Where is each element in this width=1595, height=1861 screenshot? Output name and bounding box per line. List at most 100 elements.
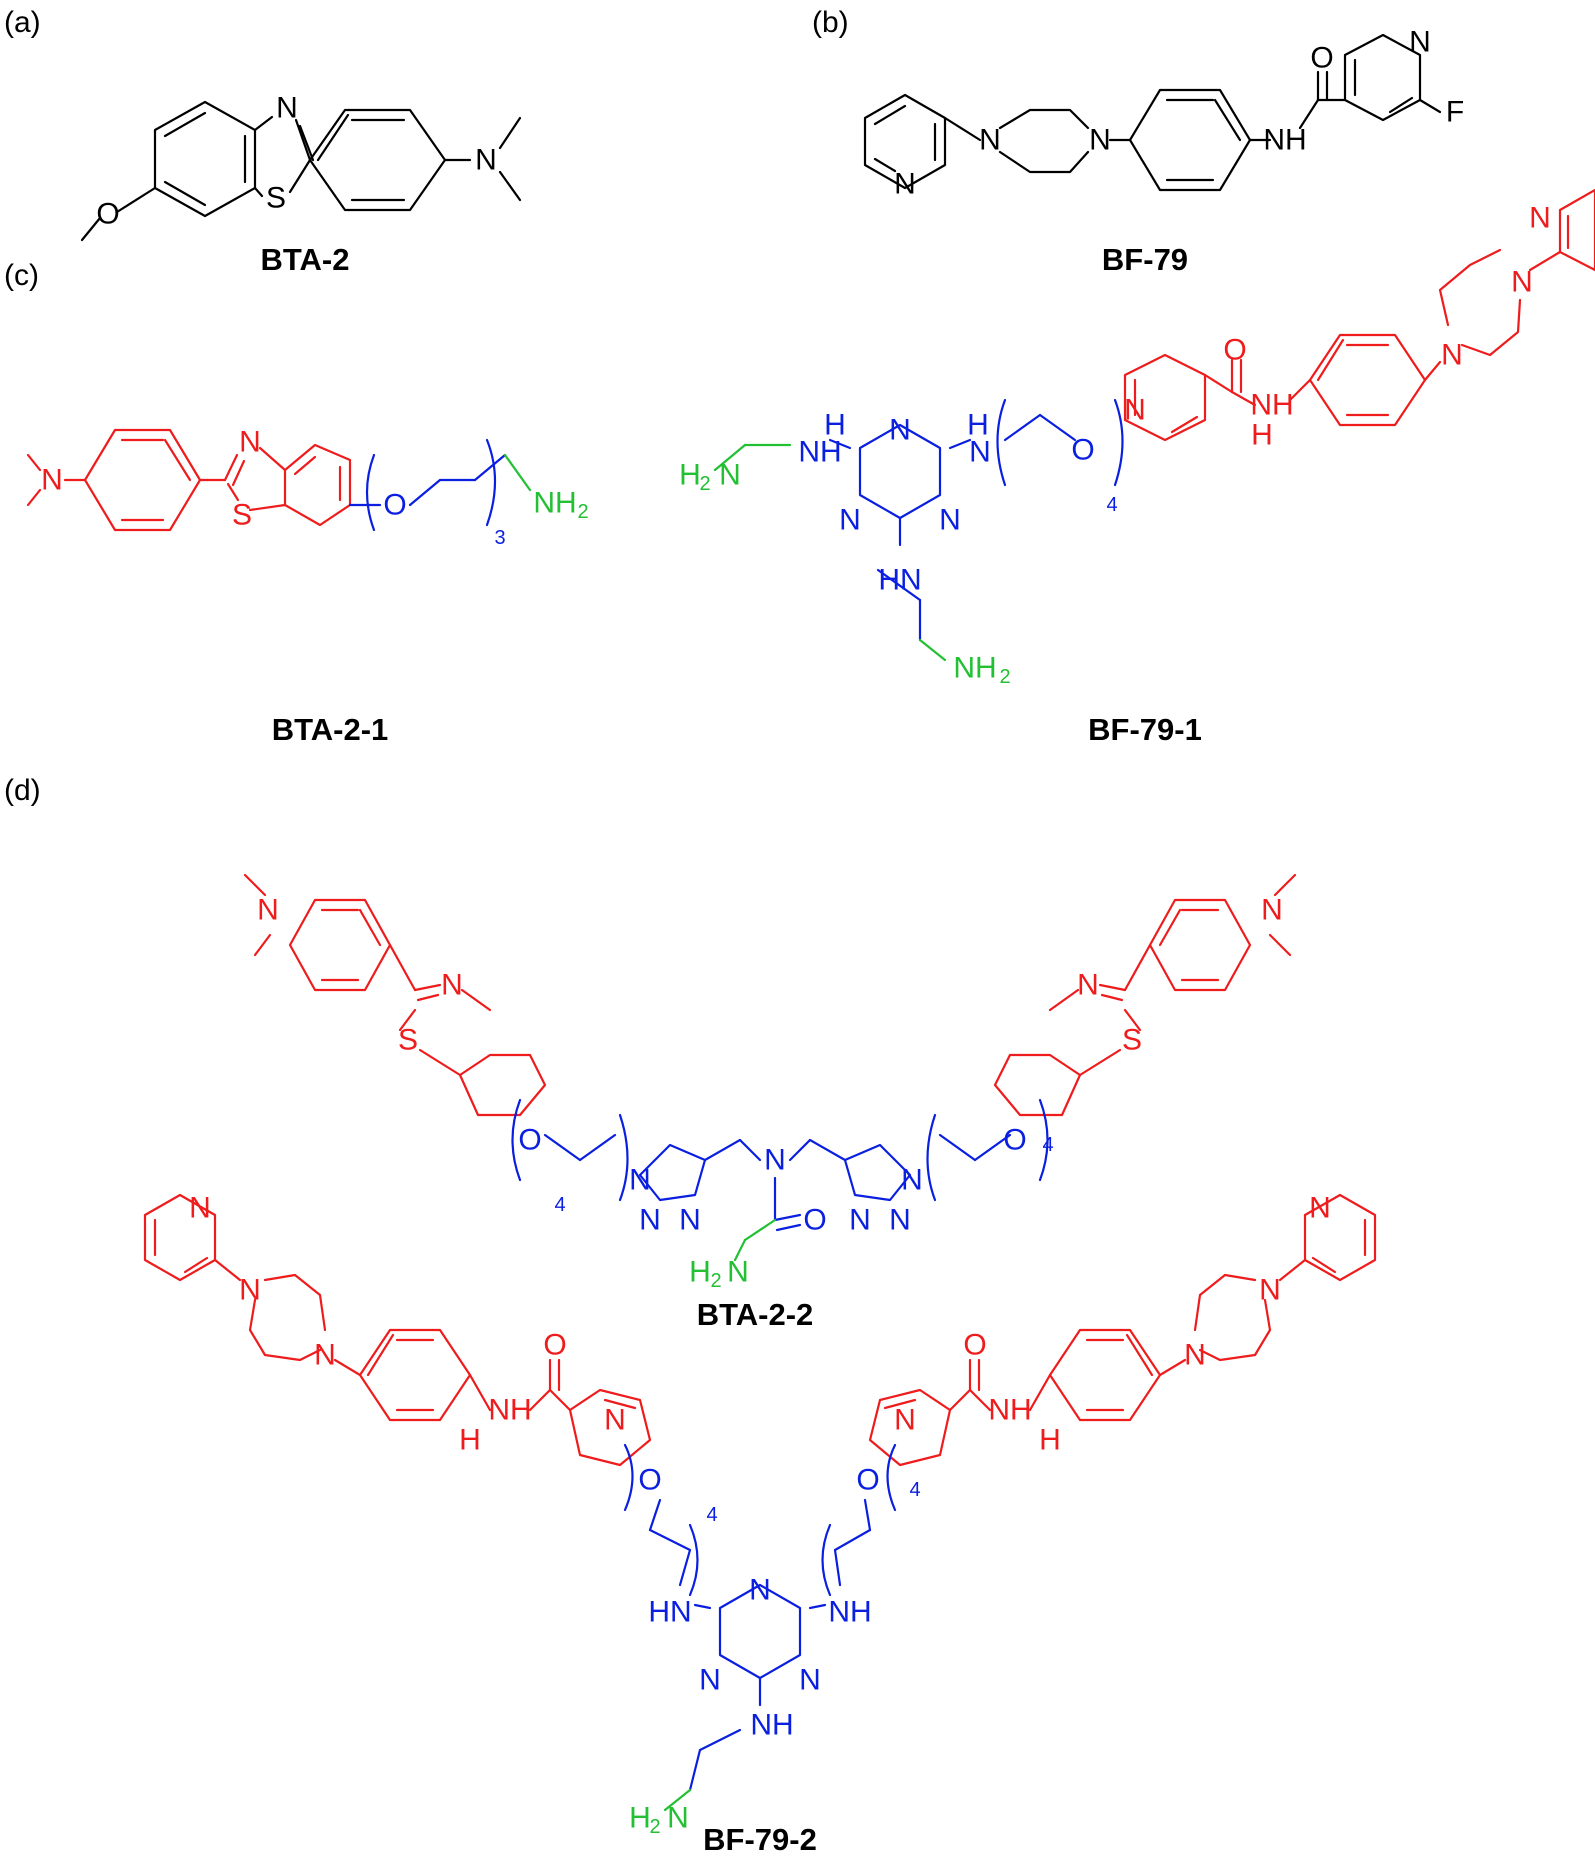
atom-n: N	[629, 1164, 651, 1197]
structure-bta-2-2: N N S N N S	[243, 873, 1297, 1292]
atom-n: N	[894, 1404, 916, 1437]
atom-o: O	[1223, 334, 1246, 367]
atom-s: S	[232, 499, 252, 532]
label-bf-79: BF-79	[1102, 242, 1188, 277]
atom-n: N	[189, 1192, 211, 1225]
panel-tag-b: (b)	[812, 6, 849, 39]
atom-s: S	[1122, 1024, 1142, 1057]
atom-o: O	[1003, 1124, 1026, 1157]
atom-n: N	[839, 504, 861, 537]
repeat-count: 4	[909, 1479, 920, 1501]
atom-o: O	[383, 489, 406, 522]
atom-n: N	[889, 1204, 911, 1237]
atom-n: N	[257, 894, 279, 927]
label-bta-2: BTA-2	[261, 242, 350, 277]
atom-nh: NH	[988, 1394, 1031, 1427]
atom-n: N	[604, 1404, 626, 1437]
structure-bf-79-2: N N N NH H O N N N N NH H O N	[143, 1192, 1377, 1838]
atom-nh: NH	[828, 1596, 871, 1629]
atom-h: H	[824, 409, 846, 442]
atom-o: O	[96, 198, 119, 231]
atom-nh: NH	[1250, 389, 1293, 422]
subscript-2: 2	[699, 473, 710, 495]
atom-n: N	[1511, 266, 1533, 299]
atom-hn: NH	[798, 436, 841, 469]
panel-tag-a: (a)	[4, 6, 41, 39]
repeat-count: 3	[494, 527, 505, 549]
repeat-count: 4	[554, 1194, 565, 1216]
atom-n: N	[889, 414, 911, 447]
atom-nh: NH	[488, 1394, 531, 1427]
atom-h: H	[967, 409, 989, 442]
atom-h2n: N	[667, 1802, 689, 1835]
atom-n: N	[979, 124, 1001, 157]
atom-h: H	[1039, 1424, 1061, 1457]
atom-n: N	[679, 1204, 701, 1237]
atom-n: N	[276, 92, 298, 125]
label-bta-2-2: BTA-2-2	[697, 1297, 814, 1332]
subscript-2: 2	[999, 666, 1010, 688]
subscript-2: 2	[649, 1816, 660, 1838]
atom-n: N	[1259, 1274, 1281, 1307]
panel-tag-d: (d)	[4, 774, 41, 807]
atom-n: N	[969, 436, 991, 469]
atom-n: N	[1124, 394, 1146, 427]
repeat-count: 4	[1106, 494, 1117, 516]
atom-n: N	[1077, 969, 1099, 1002]
atom-o: O	[963, 1329, 986, 1362]
repeat-count: 4	[1042, 1134, 1053, 1156]
atom-o: O	[638, 1464, 661, 1497]
atom-n: N	[764, 1144, 786, 1177]
atom-hn: HN	[648, 1596, 691, 1629]
atom-n: N	[314, 1339, 336, 1372]
atom-n: N	[239, 426, 261, 459]
atom-n: N	[849, 1204, 871, 1237]
atom-nh: NH	[1263, 124, 1306, 157]
structure-bta-2-1: N S N O 3 NH 2	[26, 426, 589, 549]
atom-o: O	[803, 1204, 826, 1237]
atom-s: S	[266, 182, 286, 215]
atom-h2n: N	[719, 459, 741, 492]
structure-bf-79-1: N N N NH H N H HN O 4 H 2 N NH 2	[679, 188, 1595, 688]
atom-n: N	[639, 1204, 661, 1237]
atom-h2n: H	[679, 459, 701, 492]
repeat-count: 4	[706, 1504, 717, 1526]
panel-tag-c: (c)	[4, 259, 39, 292]
atom-o: O	[1310, 42, 1333, 75]
atom-n: N	[894, 168, 916, 201]
atom-h: H	[459, 1424, 481, 1457]
atom-n: N	[41, 464, 63, 497]
atom-h2n: H	[629, 1802, 651, 1835]
subscript-2: 2	[710, 1270, 721, 1292]
atom-n: N	[749, 1574, 771, 1607]
atom-f: F	[1446, 96, 1464, 129]
label-bta-2-1: BTA-2-1	[272, 712, 389, 747]
atom-h: H	[1251, 419, 1273, 452]
atom-h2n: H	[689, 1256, 711, 1289]
atom-n: N	[1529, 202, 1551, 235]
atom-hn: HN	[878, 564, 921, 597]
atom-n: N	[939, 504, 961, 537]
subscript-2: 2	[577, 501, 588, 523]
atom-n: N	[1261, 894, 1283, 927]
atom-n: N	[1441, 339, 1463, 372]
atom-n: N	[1184, 1339, 1206, 1372]
atom-h2n: N	[727, 1256, 749, 1289]
atom-s: S	[398, 1024, 418, 1057]
atom-o: O	[543, 1329, 566, 1362]
atom-n: N	[1089, 124, 1111, 157]
structure-bf-79: N N N NH O N F	[863, 26, 1464, 201]
atom-nh2: NH	[533, 487, 576, 520]
atom-nh: NH	[750, 1709, 793, 1742]
atom-n: N	[799, 1664, 821, 1697]
atom-o: O	[518, 1124, 541, 1157]
atom-n: N	[1409, 26, 1431, 59]
atom-o: O	[856, 1464, 879, 1497]
atom-n: N	[441, 969, 463, 1002]
label-bf-79-2: BF-79-2	[703, 1822, 817, 1857]
atom-n: N	[239, 1274, 261, 1307]
label-bf-79-1: BF-79-1	[1088, 712, 1202, 747]
atom-n: N	[901, 1164, 923, 1197]
